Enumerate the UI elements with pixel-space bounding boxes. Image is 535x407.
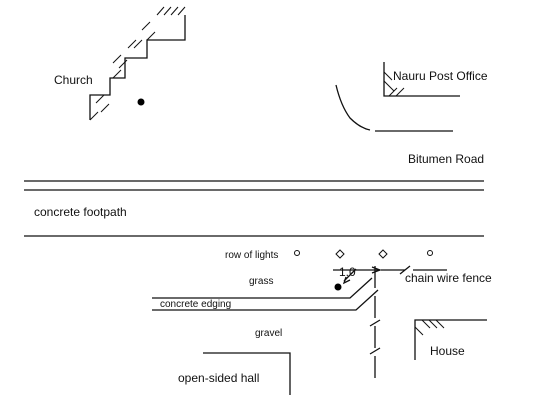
distance-label: 1.0 (339, 265, 356, 279)
house-label: House (430, 344, 465, 358)
church-point-marker (137, 98, 145, 106)
open-sided-hall-outline (203, 352, 291, 395)
post-office-label: Nauru Post Office (393, 69, 488, 83)
road-curb-curve (335, 84, 371, 131)
post-office-hatching (383, 71, 405, 97)
house-building (414, 319, 487, 360)
church-building (89, 6, 186, 121)
post-office-building (383, 62, 460, 97)
footpath-label: concrete footpath (34, 205, 127, 219)
hall-label: open-sided hall (178, 371, 259, 385)
concrete-edging-label: concrete edging (160, 299, 231, 310)
gravel-label: gravel (255, 328, 282, 339)
concrete-edging (152, 277, 379, 311)
church-hatching (89, 6, 186, 121)
measurement-1m (333, 266, 382, 285)
row-of-lights-label: row of lights (225, 250, 278, 261)
row-of-lights-markers (294, 249, 433, 259)
house-hatching (414, 319, 445, 336)
church-label: Church (54, 73, 93, 87)
grass-label: grass (249, 276, 273, 287)
chain-wire-fence (369, 265, 447, 380)
road-label: Bitumen Road (408, 152, 484, 166)
fence-label: chain wire fence (405, 271, 492, 285)
survey-point-marker (334, 283, 342, 291)
